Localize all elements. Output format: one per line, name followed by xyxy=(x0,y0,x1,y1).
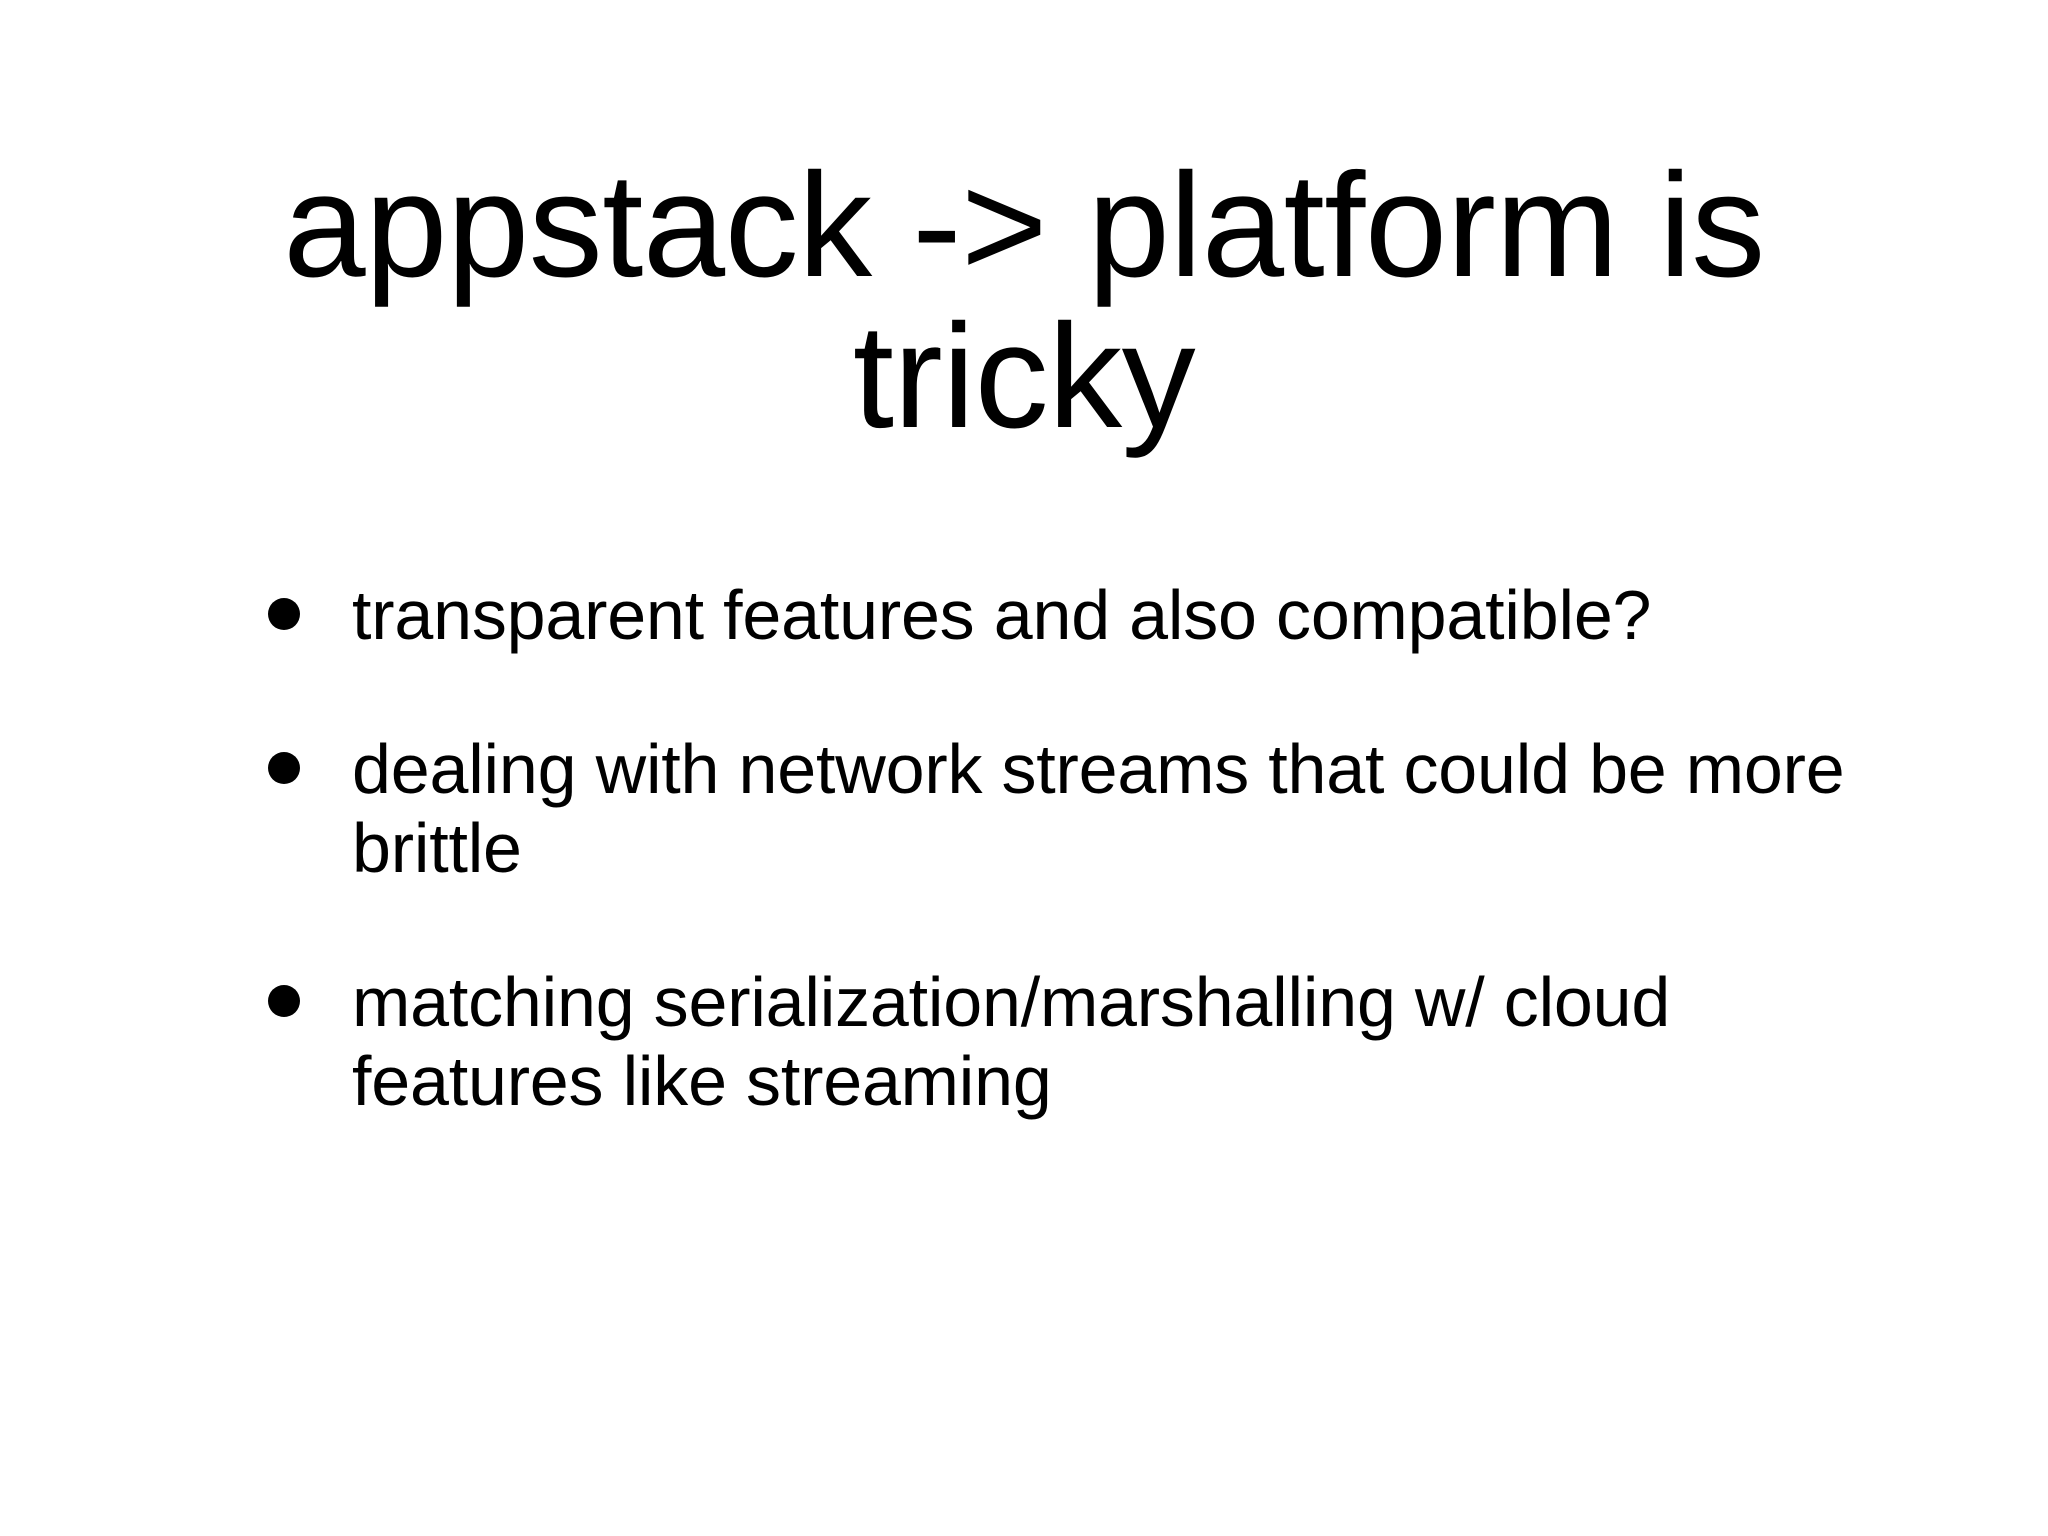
bullet-item-2: dealing with network streams that could … xyxy=(0,730,2048,887)
bullet-dot-icon xyxy=(268,985,300,1018)
bullet-dot-icon xyxy=(268,598,300,630)
bullet-item-label: transparent features and also compatible… xyxy=(352,576,1652,654)
bullet-list: transparent features and also compatible… xyxy=(0,576,2048,1120)
slide-title: appstack -> platform is tricky xyxy=(283,143,1765,460)
bullet-item-3: matching serialization/marshalling w/ cl… xyxy=(0,963,2048,1120)
bullet-item-1: transparent features and also compatible… xyxy=(0,576,2048,654)
bullet-dot-icon xyxy=(268,752,300,785)
bullet-item-label: matching serialization/marshalling w/ cl… xyxy=(352,963,1671,1120)
bullet-item-label: dealing with network streams that could … xyxy=(352,730,1845,887)
